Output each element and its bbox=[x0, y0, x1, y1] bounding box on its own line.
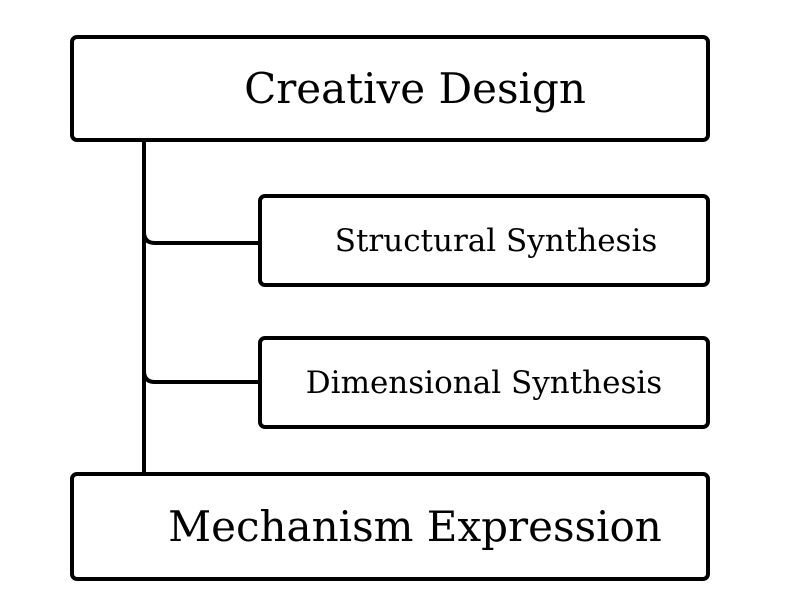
mechanism-expression-label: Mechanism Expression bbox=[168, 502, 662, 551]
dimensional-synthesis-label: Dimensional Synthesis bbox=[305, 364, 663, 401]
branch-line-dimensional bbox=[142, 370, 260, 384]
dimensional-synthesis-box: Dimensional Synthesis bbox=[258, 336, 710, 429]
branch-line-structural bbox=[142, 231, 260, 245]
mechanism-expression-box: Mechanism Expression bbox=[70, 472, 710, 581]
creative-design-box: Creative Design bbox=[70, 35, 710, 142]
creative-design-label: Creative Design bbox=[244, 64, 586, 113]
structural-synthesis-box: Structural Synthesis bbox=[258, 194, 710, 287]
structural-synthesis-label: Structural Synthesis bbox=[334, 222, 658, 259]
